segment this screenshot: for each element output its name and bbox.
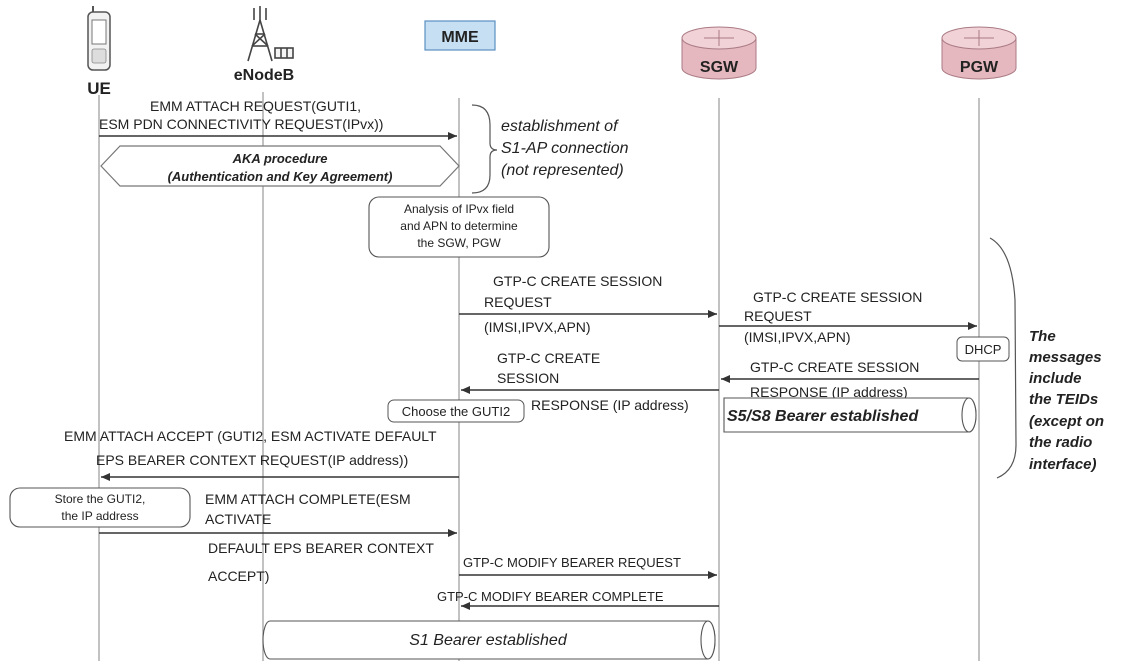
teid-note-line7: interface) xyxy=(1029,456,1097,473)
pgw-label: PGW xyxy=(960,59,999,76)
analysis-line2: and APN to determine xyxy=(400,219,518,233)
cs-request-mme-line1: GTP-C CREATE SESSION xyxy=(493,273,662,289)
attach-complete-line4: ACCEPT) xyxy=(208,568,269,584)
s1ap-note-line2: S1-AP connection xyxy=(501,140,629,157)
mobile-phone-icon xyxy=(87,6,111,71)
store-guti-line2: the IP address xyxy=(61,509,138,523)
sgw-label: SGW xyxy=(700,59,739,76)
attach-accept-line2: EPS BEARER CONTEXT REQUEST(IP address)) xyxy=(96,452,408,468)
cs-request-mme-line3: (IMSI,IPVX,APN) xyxy=(484,319,591,335)
analysis-note xyxy=(368,196,550,258)
cs-request-sgw-line3: (IMSI,IPVX,APN) xyxy=(744,329,851,345)
aka-label-line2: (Authentication and Key Agreement) xyxy=(168,169,393,184)
attach-accept-line1: EMM ATTACH ACCEPT (GUTI2, ESM ACTIVATE D… xyxy=(64,428,437,444)
teid-brace xyxy=(989,237,1017,479)
enodeb-label: eNodeB xyxy=(234,67,294,84)
s5s8-bearer-tube xyxy=(723,397,977,433)
teid-note-line3: include xyxy=(1029,370,1082,387)
cs-response-pgw-line2: RESPONSE (IP address) xyxy=(750,384,908,400)
router-icon xyxy=(681,26,757,80)
cs-request-mme-line2: REQUEST xyxy=(484,294,552,310)
analysis-line1: Analysis of IPvx field xyxy=(404,202,514,216)
attach-request-label-line1: EMM ATTACH REQUEST(GUTI1, xyxy=(150,98,361,114)
attach-complete-line1: EMM ATTACH COMPLETE(ESM xyxy=(205,491,411,507)
attach-complete-line3: DEFAULT EPS BEARER CONTEXT xyxy=(208,540,434,556)
aka-procedure-box xyxy=(100,145,460,187)
modify-complete-label: GTP-C MODIFY BEARER COMPLETE xyxy=(437,589,664,604)
router-icon xyxy=(941,26,1017,80)
s1ap-note-line3: (not represented) xyxy=(501,162,624,179)
s5s8-bearer-label: S5/S8 Bearer established xyxy=(727,408,919,425)
attach-complete-line2: ACTIVATE xyxy=(205,511,271,527)
antenna-tower-icon xyxy=(247,6,294,62)
s1-bearer-label: S1 Bearer established xyxy=(409,632,568,649)
modify-request-label: GTP-C MODIFY BEARER REQUEST xyxy=(463,555,681,570)
teid-note-line2: messages xyxy=(1029,349,1102,366)
choose-guti-label: Choose the GUTI2 xyxy=(402,404,510,419)
dhcp-note xyxy=(956,336,1010,362)
cs-response-pgw-line1: GTP-C CREATE SESSION xyxy=(750,359,919,375)
teid-note-line5: (except on xyxy=(1029,413,1104,430)
s1ap-note-line1: establishment of xyxy=(501,118,619,135)
attach-request-label-line2: ESM PDN CONNECTIVITY REQUEST(IPvx)) xyxy=(99,116,383,132)
mme-box xyxy=(424,20,496,51)
cs-request-sgw-line2: REQUEST xyxy=(744,308,812,324)
s1-bearer-tube xyxy=(262,620,716,660)
teid-note-line4: the TEIDs xyxy=(1029,391,1098,408)
teid-note-line1: The xyxy=(1029,328,1056,345)
cs-response-sgw-line3: RESPONSE (IP address) xyxy=(531,397,689,413)
s1ap-brace xyxy=(471,104,498,194)
analysis-line3: the SGW, PGW xyxy=(417,236,501,250)
store-guti-line1: Store the GUTI2, xyxy=(55,492,146,506)
store-guti-note xyxy=(9,487,191,528)
mme-label: MME xyxy=(441,29,479,46)
cs-response-sgw-line1: GTP-C CREATE xyxy=(497,350,600,366)
aka-label-line1: AKA procedure xyxy=(232,151,328,166)
ue-label: UE xyxy=(87,79,111,98)
choose-guti-note xyxy=(387,399,525,423)
dhcp-label: DHCP xyxy=(965,342,1002,357)
cs-response-sgw-line2: SESSION xyxy=(497,370,559,386)
cs-request-sgw-line1: GTP-C CREATE SESSION xyxy=(753,289,922,305)
teid-note-line6: the radio xyxy=(1029,434,1092,451)
